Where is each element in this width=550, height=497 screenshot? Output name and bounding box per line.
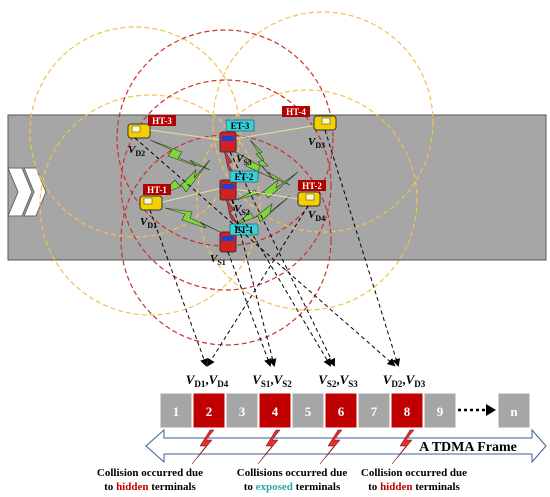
car-d1	[139, 195, 163, 211]
label-et2: ET-2	[229, 170, 259, 183]
vehicle-label-d1: VD1	[140, 216, 157, 230]
range-circle-red-s2	[120, 79, 332, 291]
slot-number-9: 9	[437, 404, 444, 419]
car-s3	[219, 131, 237, 153]
label-ht1-text: HT-1	[147, 185, 167, 195]
bolt-green-7	[249, 139, 275, 181]
slot-arrows	[134, 129, 401, 367]
bolt-green-1	[149, 139, 211, 171]
label-et1-text: ET-1	[235, 225, 254, 235]
slot-6	[324, 392, 358, 429]
bolt-green-6	[164, 207, 221, 233]
caption-1-line-1: Collision occurred due	[97, 467, 203, 479]
collision-bolt-3	[319, 429, 343, 465]
label-ht2: HT-2	[298, 180, 326, 191]
slot-number-4: 4	[272, 404, 279, 419]
label-et3-text: ET-3	[231, 121, 250, 131]
label-ht3-text: HT-3	[152, 116, 172, 126]
caption-2-line-2: to exposed terminals	[244, 481, 341, 493]
slot-number-2: 2	[206, 404, 213, 419]
car-d4	[297, 191, 321, 207]
slot-label-4: VS1,VS2	[252, 372, 292, 389]
slot-label-6: VS2,VS3	[318, 372, 358, 389]
slot-8	[390, 392, 424, 429]
bolt-green-5	[235, 195, 291, 226]
slot-4	[258, 392, 292, 429]
collision-bolt-1	[191, 429, 215, 465]
slot-n	[497, 392, 531, 429]
slot-number-7: 7	[371, 404, 378, 419]
label-ht2-text: HT-2	[302, 181, 322, 191]
vehicle-label-d4: VD4	[308, 209, 325, 223]
label-ht1: HT-1	[143, 184, 171, 195]
slot-3	[225, 392, 259, 429]
slot-label-2: VD1,VD4	[186, 372, 229, 389]
slot-2	[192, 392, 226, 429]
car-s2	[219, 179, 237, 201]
range-circle-yellow-d1	[39, 94, 261, 316]
collision-bolt-2	[257, 429, 281, 465]
frame-label: A TDMA Frame	[419, 440, 517, 455]
collision-bolts	[191, 429, 415, 465]
slot-label-8: VD2,VD3	[383, 372, 426, 389]
caption-2-line-1: Collisions occurred due	[237, 467, 348, 479]
tdma-frame: 1 2 3 4 5 6 7 8 9 n	[159, 392, 531, 429]
slot-number-6: 6	[338, 404, 345, 419]
bolt-green-3	[231, 149, 291, 186]
car-d3	[313, 115, 337, 131]
label-et3: ET-3	[225, 119, 255, 132]
slot-9	[423, 392, 457, 429]
interference-bolts	[149, 139, 299, 233]
label-ht4-text: HT-4	[286, 107, 306, 117]
bolt-green-2	[159, 159, 211, 196]
label-ht4: HT-4	[282, 106, 310, 117]
range-circle-red-s1	[120, 134, 332, 346]
vehicle-label-d3: VD3	[308, 136, 325, 150]
slot-number-1: 1	[173, 404, 180, 419]
caption-3-line-1: Collision occurred due	[361, 467, 467, 479]
label-et1: ET-1	[229, 223, 259, 236]
slot-5	[291, 392, 325, 429]
caption-1-line-2: to hidden terminals	[104, 481, 196, 493]
collision-bolt-4	[391, 429, 415, 465]
vehicle-label-d2: VD2	[128, 144, 145, 158]
frame-span-arrow: A TDMA Frame	[145, 428, 547, 464]
slot-number-8: 8	[404, 404, 411, 419]
vehicle-label-s3: VS3	[236, 153, 252, 167]
slot-number-3: 3	[239, 404, 246, 419]
label-et2-text: ET-2	[235, 172, 254, 182]
slot-number-n: n	[510, 404, 518, 419]
car-s1	[219, 231, 237, 253]
slot-number-5: 5	[305, 404, 312, 419]
vehicle-label-s2: VS2	[234, 203, 250, 217]
vehicle-label-s1: VS1	[210, 253, 226, 267]
range-circle-yellow-d3	[212, 11, 434, 233]
car-d2	[127, 123, 151, 139]
caption-3-line-2: to hidden terminals	[368, 481, 460, 493]
slot-1	[159, 392, 193, 429]
slot-7	[357, 392, 391, 429]
ellipsis-arrow	[458, 404, 496, 416]
label-ht3: HT-3	[148, 115, 176, 126]
